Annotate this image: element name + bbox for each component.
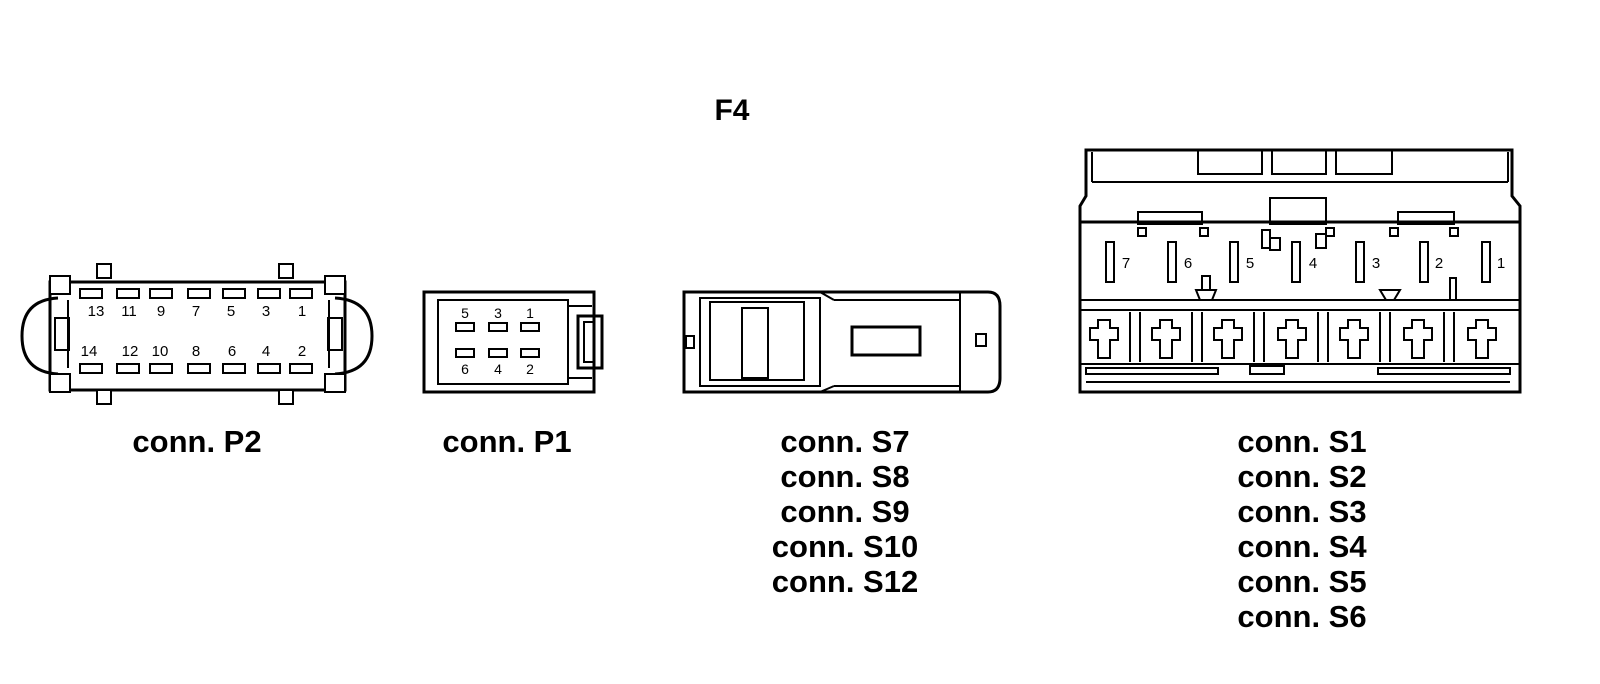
p2-pin-number: 4	[262, 343, 270, 360]
s1-pin-number: 4	[1309, 255, 1317, 272]
connector-s7-s12	[682, 290, 1002, 394]
connector-label: conn. S2	[1237, 459, 1366, 494]
p1-pin-number: 6	[461, 361, 469, 377]
p2-pin-number: 12	[122, 343, 139, 360]
s1-pin-number: 7	[1122, 255, 1130, 272]
connector-label: conn. S12	[772, 564, 918, 599]
p2-pin-number: 2	[298, 343, 306, 360]
s1-terminal-cavities	[1089, 319, 1497, 359]
connector-label: conn. S9	[780, 494, 909, 529]
diagram-title: F4	[714, 94, 749, 127]
connector-p1: 5 3 1 6 4 2	[422, 290, 604, 394]
s1-pin-number: 1	[1497, 255, 1505, 272]
p2-pin-number: 13	[88, 303, 105, 320]
s1-pin-number: 5	[1246, 255, 1254, 272]
s1-pin-number: 2	[1435, 255, 1443, 272]
p2-pin-number: 6	[228, 343, 236, 360]
p2-pin-number: 3	[262, 303, 270, 320]
connector-label: conn. P2	[132, 424, 261, 459]
p2-bottom-contacts	[79, 363, 313, 374]
connector-label: conn. S7	[780, 424, 909, 459]
p2-pin-number: 9	[157, 303, 165, 320]
p2-pin-number: 5	[227, 303, 235, 320]
connector-label: conn. S5	[1237, 564, 1366, 599]
p2-pin-number: 10	[152, 343, 169, 360]
s1-pin-number: 6	[1184, 255, 1192, 272]
p2-pin-number: 8	[192, 343, 200, 360]
s1-pin-number: 3	[1372, 255, 1380, 272]
connector-s1-s6: 7 6 5 4 3 2 1	[1078, 148, 1522, 394]
p1-pin-number: 3	[494, 305, 502, 321]
p2-pin-number: 1	[298, 303, 306, 320]
p2-top-contacts	[79, 288, 313, 299]
connector-label: conn. P1	[442, 424, 571, 459]
connector-p2: 13 11 9 7 5 3 1 14 12 10 8 6 4 2	[20, 263, 374, 405]
p2-pin-number: 7	[192, 303, 200, 320]
connector-label: conn. S6	[1237, 599, 1366, 634]
p2-pin-number: 14	[81, 343, 98, 360]
connector-label: conn. S1	[1237, 424, 1366, 459]
connector-label: conn. S10	[772, 529, 918, 564]
p1-pin-number: 1	[526, 305, 534, 321]
p2-pin-number: 11	[121, 303, 137, 320]
connector-label: conn. S4	[1237, 529, 1367, 564]
p1-pin-number: 5	[461, 305, 469, 321]
p1-pin-number: 4	[494, 361, 502, 377]
connector-label: conn. S3	[1237, 494, 1366, 529]
connector-label: conn. S8	[780, 459, 909, 494]
p1-pin-number: 2	[526, 361, 534, 377]
